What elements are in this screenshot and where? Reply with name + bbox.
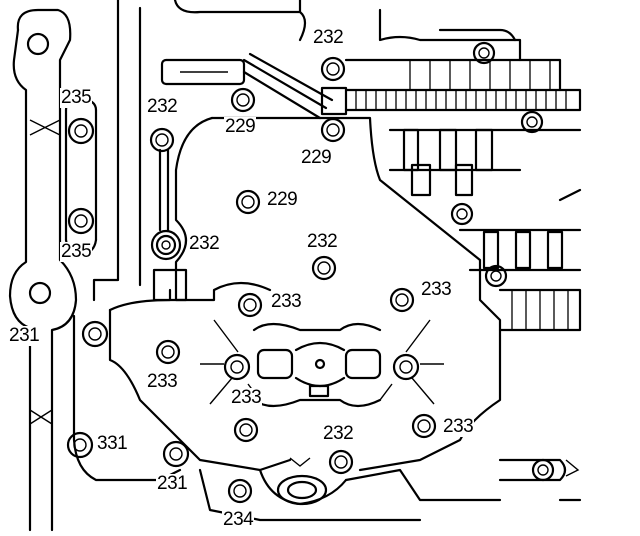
callout-233-right: 233 xyxy=(420,279,453,300)
bolt-233-center xyxy=(233,417,259,443)
callout-235-top: 235 xyxy=(60,87,93,108)
solenoid-link xyxy=(160,52,348,120)
bolt-331 xyxy=(66,431,94,459)
bolt-229-upper xyxy=(230,87,256,113)
bolt-233-left xyxy=(237,292,263,318)
bolt-233-right xyxy=(389,287,415,313)
bolt-bottom-right xyxy=(531,458,555,482)
bolt-231-bottom xyxy=(162,440,190,468)
right-ribbed-area xyxy=(344,58,582,502)
bolt-233-lower-right xyxy=(411,413,437,439)
callout-233-left: 233 xyxy=(270,291,303,312)
callout-232-top: 232 xyxy=(312,27,345,48)
bolt-right-2 xyxy=(450,202,474,226)
callout-232-left: 232 xyxy=(146,96,179,117)
bolt-center-left xyxy=(223,353,251,381)
bolt-232-mid xyxy=(150,229,182,261)
bolt-233-lower-left xyxy=(155,339,181,365)
bolt-top-right xyxy=(472,41,496,65)
callout-229-center: 229 xyxy=(266,189,299,210)
callout-229-upper: 229 xyxy=(224,116,257,137)
callout-231-left: 231 xyxy=(8,325,41,346)
strap-235 xyxy=(64,96,98,256)
bolt-right-3 xyxy=(484,264,508,288)
bolt-232-center xyxy=(311,255,337,281)
callout-232-mid: 232 xyxy=(188,233,221,254)
callout-233-center: 233 xyxy=(230,387,263,408)
callout-233-lower-left: 233 xyxy=(146,371,179,392)
top-frame xyxy=(173,0,522,62)
bolt-232-bottom xyxy=(328,449,354,475)
bolts xyxy=(66,41,555,504)
callout-233-lower-right: 233 xyxy=(442,416,475,437)
bolt-232-left xyxy=(149,127,175,153)
callout-231-bottom: 231 xyxy=(156,473,189,494)
bolt-235-top xyxy=(67,117,95,145)
callout-232-center: 232 xyxy=(306,231,339,252)
bolt-235-bottom xyxy=(67,207,95,235)
bolt-232-top xyxy=(320,56,346,82)
callout-234: 234 xyxy=(222,509,255,530)
callout-331: 331 xyxy=(96,433,129,454)
callout-232-bottom: 232 xyxy=(322,423,355,444)
left-bracket xyxy=(8,8,78,532)
callout-235-bottom: 235 xyxy=(60,241,93,262)
body-left-edge xyxy=(92,0,120,302)
bolt-229-center xyxy=(235,189,261,215)
bolt-229-right xyxy=(320,117,346,143)
bolt-231-left xyxy=(81,320,109,348)
bolt-center-right xyxy=(392,353,420,381)
bolt-right-1 xyxy=(520,110,544,134)
bolt-234 xyxy=(227,478,253,504)
callout-229-right: 229 xyxy=(300,147,333,168)
